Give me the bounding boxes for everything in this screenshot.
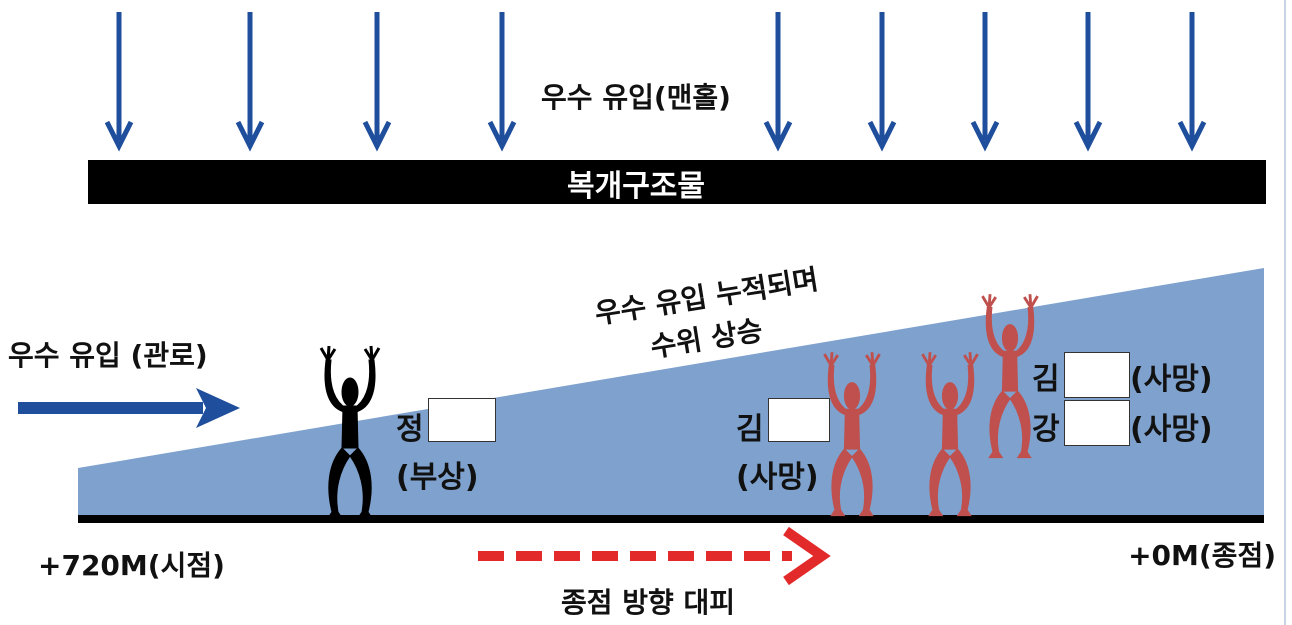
down-arrow-icon (1177, 12, 1207, 152)
down-arrow-icon (362, 12, 392, 152)
end-point-label: +0M(종점) (1128, 539, 1276, 572)
water-rise-label-line1: 우수 유입 누적되며 (593, 263, 821, 331)
down-arrow-icon (1073, 12, 1103, 152)
down-arrow-icon (487, 12, 517, 152)
person-3-surname: 김 (1032, 362, 1060, 397)
down-arrow-icon (970, 12, 1000, 152)
evacuation-label: 종점 방향 대피 (561, 586, 735, 619)
person-1-status: (부상) (396, 460, 479, 495)
person-1-name-mask (428, 398, 496, 442)
start-point-label: +720M(시점) (38, 549, 225, 582)
down-arrow-icon (104, 12, 134, 152)
person-4-surname: 강 (1032, 412, 1060, 447)
manhole-inflow-label: 우수 유입(맨홀) (541, 81, 731, 114)
person-2-status: (사망) (736, 460, 819, 495)
person-2-name-mask (768, 398, 830, 442)
person-4-status: (사망) (1130, 412, 1213, 447)
person-4-name-mask (1064, 400, 1130, 446)
down-arrow-icon (763, 12, 793, 152)
covered-structure-bar (88, 160, 1266, 204)
page-edge (1284, 0, 1286, 625)
person-2-surname: 김 (736, 412, 764, 447)
manhole-inflow-arrows (104, 12, 1207, 152)
right-arrow-icon (18, 388, 240, 428)
down-arrow-icon (867, 12, 897, 152)
evacuation-arrow (478, 526, 831, 586)
covered-structure-label: 복개구조물 (567, 169, 705, 204)
pipe-inflow-label: 우수 유입 (관로) (8, 339, 208, 372)
person-3-status: (사망) (1130, 362, 1213, 397)
channel-floor (78, 515, 1264, 523)
water-level-wedge (78, 268, 1264, 516)
down-arrow-icon (235, 12, 265, 152)
person-1-surname: 정 (396, 412, 424, 447)
person-3-name-mask (1064, 352, 1130, 398)
